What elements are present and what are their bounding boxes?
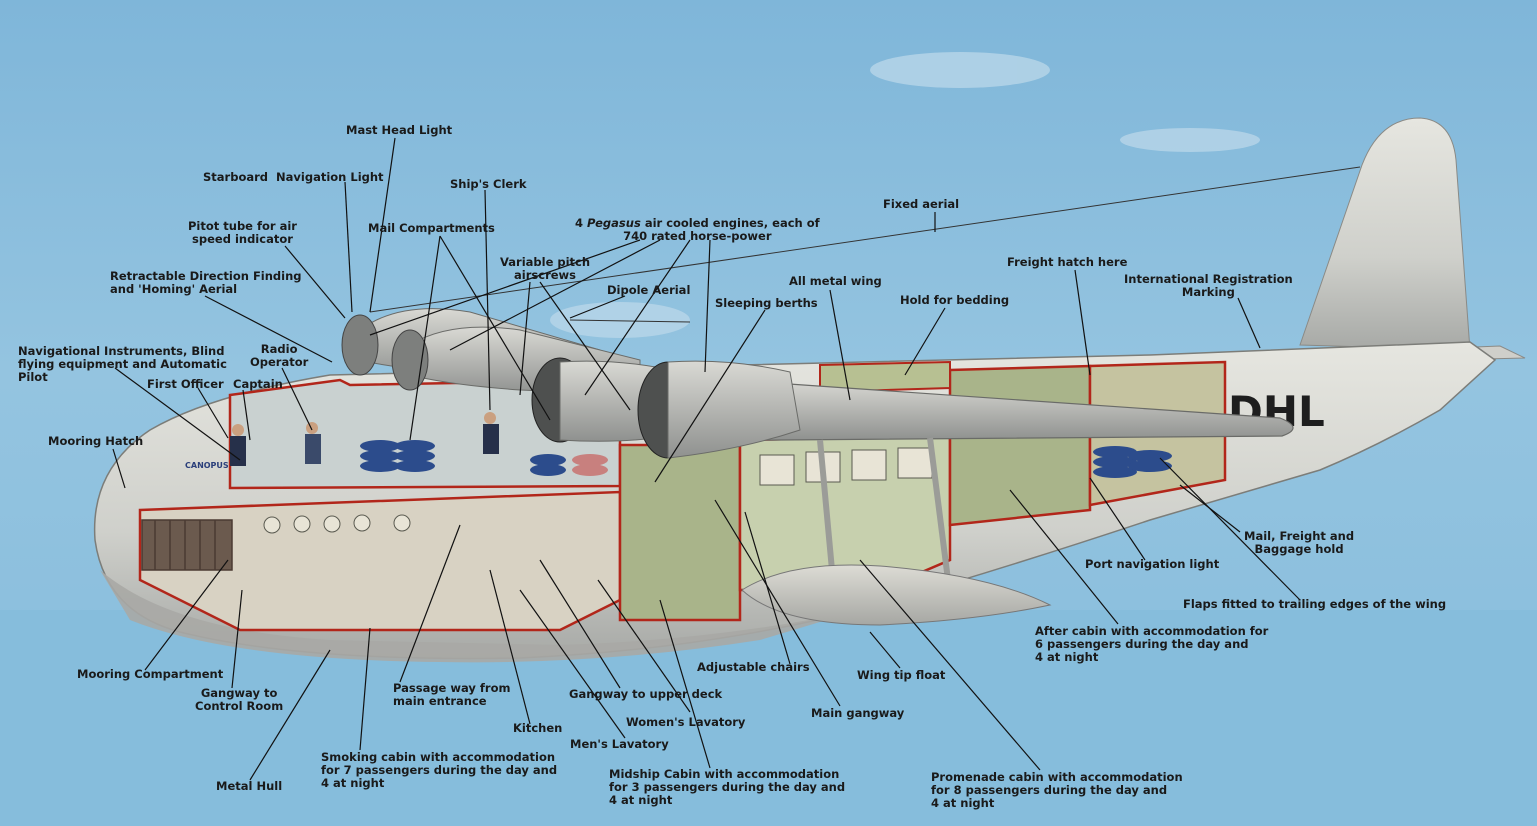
label-pitot-tube: Pitot tube for air speed indicator [188,219,297,246]
label-dipole-aerial: Dipole Aerial [607,283,691,297]
label-wing-tip-float: Wing tip float [857,668,946,682]
label-passage-way: Passage way from main entrance [393,681,511,708]
label-sleeping-berths: Sleeping berths [715,296,818,310]
clouds [550,52,1260,338]
leader-lines [112,137,1301,781]
label-promenade-cabin: Promenade cabin with accommodation for 8… [931,770,1183,810]
label-engines-suffix: air cooled engines, each of 740 rated ho… [623,216,820,243]
dipole-aerial [569,319,691,323]
label-gangway-to-control-room: Gangway to Control Room [195,686,284,713]
fixed-aerial [369,166,1361,313]
float-struts [817,437,951,581]
label-fixed-aerial: Fixed aerial [883,197,960,211]
label-midship-cabin: Midship Cabin with accommodation for 3 p… [609,767,846,807]
label-metal-hull: Metal Hull [216,779,283,793]
label-navigational-instruments: Navigational Instruments, Blind flying e… [18,344,227,384]
label-flaps: Flaps fitted to trailing edges of the wi… [1183,597,1447,611]
label-gangway-to-upper-deck: Gangway to upper deck [569,687,723,701]
label-mooring-hatch: Mooring Hatch [48,434,144,448]
label-captain: Captain [233,377,283,391]
label-ships-clerk: Ship's Clerk [450,177,527,191]
label-international-registration: International Registration Marking [1124,272,1293,299]
label-mast-head-light: Mast Head Light [346,123,453,137]
label-mail-compartments: Mail Compartments [368,221,495,235]
label-mooring-compartment: Mooring Compartment [77,667,224,681]
wing-tip-float [741,564,1052,626]
label-smoking-cabin: Smoking cabin with accommodation for 7 p… [321,750,558,790]
midship-cabin-cutaway [618,443,742,622]
mail-bags [360,440,1172,478]
label-freight-hatch: Freight hatch here [1007,255,1128,269]
hull-keel-shadow [100,570,860,663]
after-cabin-cutaway [948,364,1092,527]
label-kitchen: Kitchen [513,721,563,735]
crew-figures [230,412,499,466]
label-radio-operator: Radio Operator [250,342,309,369]
label-starboard-navigation-light: Starboard Navigation Light [203,170,384,184]
engines [341,308,801,459]
hold-for-bedding-cutaway [819,360,951,394]
cabin-windows [263,447,933,534]
aircraft-name: CANOPUS [185,461,229,470]
label-mens-lavatory: Men's Lavatory [570,737,669,751]
label-main-gangway: Main gangway [811,706,905,720]
label-port-navigation-light: Port navigation light [1085,557,1220,571]
label-engines: 4 Pegasus air cooled engines, each of 74… [575,217,820,243]
label-variable-pitch-airscrews: Variable pitch airscrews [500,255,591,282]
label-hold-for-bedding: Hold for bedding [900,293,1010,307]
label-engines-prefix: 4 [575,216,588,230]
label-first-officer: First Officer [147,377,224,391]
tail-fin [1299,117,1471,351]
label-retractable-direction-finding: Retractable Direction Finding and 'Homin… [110,269,302,296]
label-after-cabin: After cabin with accommodation for 6 pas… [1035,624,1269,664]
label-womens-lavatory: Women's Lavatory [626,715,746,729]
label-mail-freight-baggage-hold: Mail, Freight and Baggage hold [1244,529,1355,556]
label-engines-italic: Pegasus [587,216,641,230]
mooring-compartment-frames [141,519,233,571]
label-adjustable-chairs: Adjustable chairs [697,660,810,674]
label-all-metal-wing: All metal wing [789,274,882,288]
